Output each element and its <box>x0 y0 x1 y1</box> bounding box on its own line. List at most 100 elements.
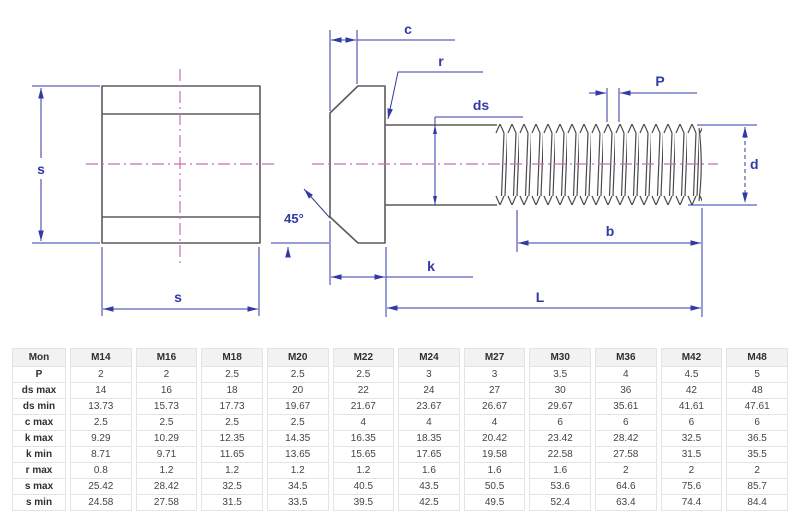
label-p: P <box>655 73 664 89</box>
value-cell: 2.5 <box>201 415 263 431</box>
value-cell: 4 <box>463 415 526 431</box>
value-cell: 30 <box>529 383 591 399</box>
dim-s-bottom: s <box>101 247 260 316</box>
dim-angle-45: 45° <box>271 188 331 258</box>
value-cell: 36 <box>595 383 657 399</box>
value-cell: 33.5 <box>266 495 329 511</box>
value-cell: 2.5 <box>201 367 263 383</box>
value-cell: 2 <box>726 463 788 479</box>
value-cell: 4 <box>398 415 460 431</box>
value-cell: 23.67 <box>398 399 460 415</box>
value-cell: 9.71 <box>135 447 198 463</box>
value-cell: 27.58 <box>135 495 198 511</box>
value-cell: 2.5 <box>266 415 329 431</box>
value-cell: 19.67 <box>266 399 329 415</box>
value-cell: 2.5 <box>70 415 132 431</box>
value-cell: 10.29 <box>135 431 198 447</box>
value-cell: 6 <box>660 415 723 431</box>
label-s-bottom: s <box>174 289 182 305</box>
value-cell: 74.4 <box>660 495 723 511</box>
value-cell: 12.35 <box>201 431 263 447</box>
col-header-M14: M14 <box>70 348 132 367</box>
row-label: c max <box>12 415 66 431</box>
value-cell: 6 <box>726 415 788 431</box>
value-cell: 1.2 <box>332 463 395 479</box>
value-cell: 48 <box>726 383 788 399</box>
value-cell: 19.58 <box>463 447 526 463</box>
value-cell: 20.42 <box>463 431 526 447</box>
value-cell: 16.35 <box>332 431 395 447</box>
col-header-M27: M27 <box>463 348 526 367</box>
value-cell: 1.6 <box>398 463 460 479</box>
value-cell: 43.5 <box>398 479 460 495</box>
label-r: r <box>438 53 444 69</box>
value-cell: 3 <box>463 367 526 383</box>
value-cell: 22 <box>332 383 395 399</box>
value-cell: 34.5 <box>266 479 329 495</box>
value-cell: 29.67 <box>529 399 591 415</box>
col-header-M24: M24 <box>398 348 460 367</box>
value-cell: 42.5 <box>398 495 460 511</box>
front-view: s s <box>32 69 277 316</box>
dim-d: d <box>688 124 759 206</box>
col-header-M30: M30 <box>529 348 591 367</box>
value-cell: 18.35 <box>398 431 460 447</box>
value-cell: 39.5 <box>332 495 395 511</box>
row-label: k max <box>12 431 66 447</box>
value-cell: 8.71 <box>70 447 132 463</box>
value-cell: 53.6 <box>529 479 591 495</box>
value-cell: 14.35 <box>266 431 329 447</box>
value-cell: 22.58 <box>529 447 591 463</box>
value-cell: 2.5 <box>266 367 329 383</box>
value-cell: 13.65 <box>266 447 329 463</box>
side-view: c r ds P <box>271 21 759 317</box>
value-cell: 6 <box>595 415 657 431</box>
col-header-M42: M42 <box>660 348 723 367</box>
dim-b: b <box>516 210 701 252</box>
value-cell: 84.4 <box>726 495 788 511</box>
value-cell: 75.6 <box>660 479 723 495</box>
dim-ds: ds <box>433 97 523 205</box>
value-cell: 3 <box>398 367 460 383</box>
label-c: c <box>404 21 412 37</box>
value-cell: 42 <box>660 383 723 399</box>
value-cell: 63.4 <box>595 495 657 511</box>
value-cell: 41.61 <box>660 399 723 415</box>
value-cell: 36.5 <box>726 431 788 447</box>
dim-c: c <box>329 21 455 111</box>
label-s-left: s <box>37 161 45 177</box>
value-cell: 5 <box>726 367 788 383</box>
value-cell: 3.5 <box>529 367 591 383</box>
value-cell: 26.67 <box>463 399 526 415</box>
thread-end-cap <box>698 127 702 202</box>
value-cell: 9.29 <box>70 431 132 447</box>
value-cell: 40.5 <box>332 479 395 495</box>
head-side-outline <box>329 85 386 244</box>
value-cell: 64.6 <box>595 479 657 495</box>
label-k: k <box>427 258 435 274</box>
row-label: ds max <box>12 383 66 399</box>
col-header-label: Mon <box>12 348 66 367</box>
value-cell: 2.5 <box>332 367 395 383</box>
col-header-M16: M16 <box>135 348 198 367</box>
value-cell: 2 <box>595 463 657 479</box>
label-l: L <box>536 289 545 305</box>
value-cell: 23.42 <box>529 431 591 447</box>
value-cell: 24 <box>398 383 460 399</box>
value-cell: 49.5 <box>463 495 526 511</box>
value-cell: 32.5 <box>660 431 723 447</box>
value-cell: 27 <box>463 383 526 399</box>
value-cell: 14 <box>70 383 132 399</box>
value-cell: 31.5 <box>201 495 263 511</box>
col-header-M22: M22 <box>332 348 395 367</box>
value-cell: 35.5 <box>726 447 788 463</box>
value-cell: 18 <box>201 383 263 399</box>
dim-s-left: s <box>32 85 100 244</box>
